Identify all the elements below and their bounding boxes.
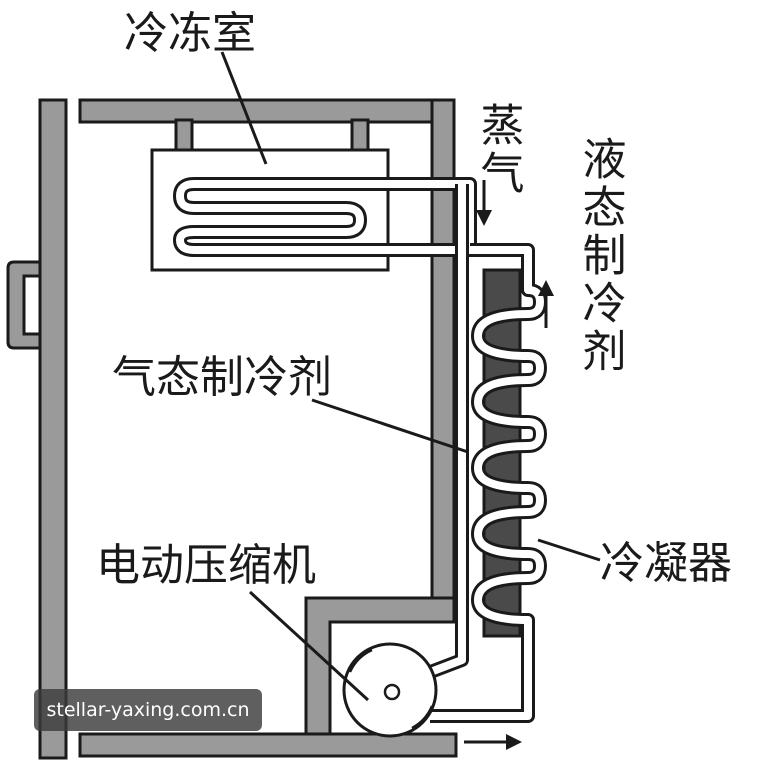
bracket-right	[350, 118, 370, 154]
arrow-down-icon	[476, 180, 492, 226]
top-wall	[78, 98, 448, 124]
door-handle	[6, 260, 42, 350]
label-liquid-refrigerant: 液态制冷剂	[575, 136, 626, 376]
bracket-left	[174, 118, 194, 154]
condenser-tube	[430, 243, 547, 723]
right-wall	[430, 98, 456, 614]
leader-gas-refrigerant	[311, 398, 469, 454]
arrow-right-icon	[464, 734, 522, 750]
label-freezer: 冷冻室	[124, 8, 256, 59]
leader-compressor	[248, 590, 370, 702]
watermark-text: stellar-yaxing.com.cn	[46, 699, 250, 721]
label-vapor: 蒸气	[473, 102, 524, 198]
evaporator-tube	[173, 177, 477, 257]
arrow-up-icon	[538, 280, 554, 328]
label-compressor: 电动压缩机	[96, 540, 316, 591]
compressor	[342, 642, 438, 738]
leader-condenser	[537, 538, 601, 562]
label-gas-refrigerant: 气态制冷剂	[112, 352, 332, 403]
left-wall	[38, 98, 68, 760]
bottom-wall	[78, 732, 458, 758]
watermark: stellar-yaxing.com.cn	[34, 689, 262, 731]
label-condenser: 冷凝器	[600, 538, 732, 589]
leader-freezer	[220, 51, 268, 165]
gas-refrigerant-line	[417, 184, 469, 683]
